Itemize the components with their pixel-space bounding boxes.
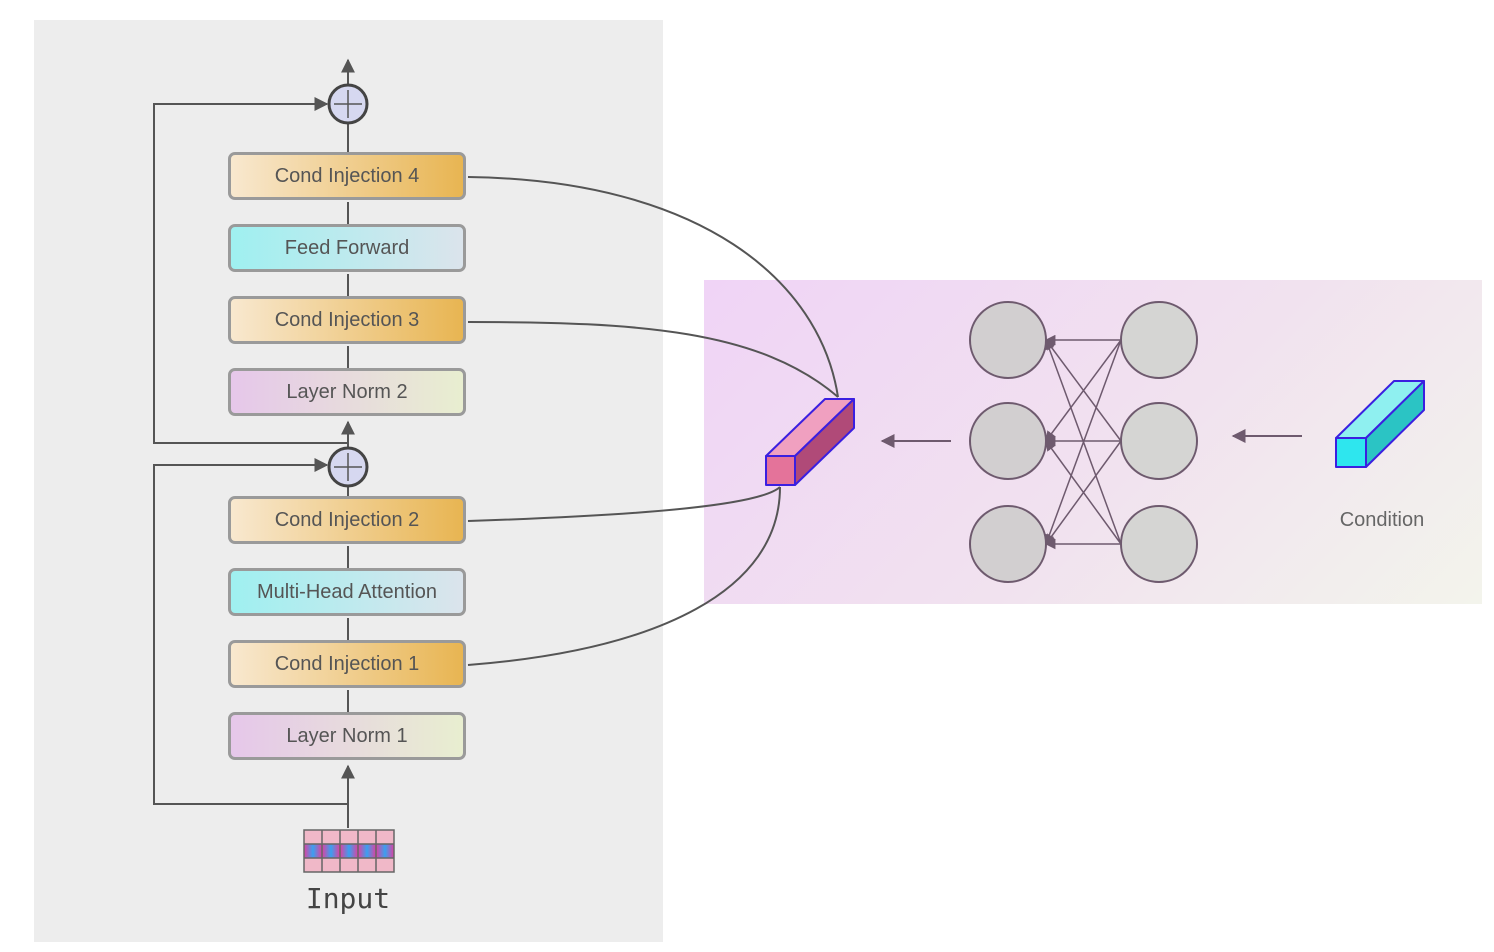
cond-injection-3-label: Cond Injection 3 bbox=[274, 308, 420, 331]
mlp-input-node-3 bbox=[1120, 505, 1198, 583]
link-cond-injection-3 bbox=[467, 321, 839, 398]
mlp-connections bbox=[1044, 334, 1122, 550]
mlp-input-node-1 bbox=[1120, 301, 1198, 379]
multi-head-attention-label: Multi-Head Attention bbox=[256, 580, 438, 603]
link-cond-injection-4 bbox=[467, 176, 839, 398]
condition-label: Condition bbox=[1339, 509, 1425, 531]
feed-forward-label: Feed Forward bbox=[284, 236, 410, 259]
layer-norm-1-label: Layer Norm 1 bbox=[286, 724, 408, 747]
layer-norm-1-block: Layer Norm 1 bbox=[228, 712, 466, 760]
link-cond-injection-1 bbox=[467, 486, 781, 666]
cond-injection-4-label: Cond Injection 4 bbox=[274, 164, 420, 187]
add-node-1 bbox=[327, 446, 369, 488]
cond-injection-3-block: Cond Injection 3 bbox=[228, 296, 466, 344]
cond-injection-4-block: Cond Injection 4 bbox=[228, 152, 466, 200]
mlp-output-node-2 bbox=[969, 402, 1047, 480]
cond-injection-1-label: Cond Injection 1 bbox=[274, 652, 420, 675]
cond-injection-1-block: Cond Injection 1 bbox=[228, 640, 466, 688]
link-cond-injection-2 bbox=[467, 486, 781, 522]
input-label: Input bbox=[305, 882, 391, 915]
condition-embedding-cube bbox=[765, 398, 855, 486]
mlp-output-node-3 bbox=[969, 505, 1047, 583]
condition-cube bbox=[1335, 380, 1425, 468]
cond-injection-2-block: Cond Injection 2 bbox=[228, 496, 466, 544]
layer-norm-2-block: Layer Norm 2 bbox=[228, 368, 466, 416]
multi-head-attention-block: Multi-Head Attention bbox=[228, 568, 466, 616]
input-token-grid bbox=[303, 829, 395, 873]
add-node-2 bbox=[327, 83, 369, 125]
residual-connection-1 bbox=[153, 458, 348, 805]
residual-connection-2 bbox=[153, 97, 348, 444]
mlp-input-node-2 bbox=[1120, 402, 1198, 480]
mlp-output-node-1 bbox=[969, 301, 1047, 379]
feed-forward-block: Feed Forward bbox=[228, 224, 466, 272]
layer-norm-2-label: Layer Norm 2 bbox=[286, 380, 408, 403]
cond-injection-2-label: Cond Injection 2 bbox=[274, 508, 420, 531]
